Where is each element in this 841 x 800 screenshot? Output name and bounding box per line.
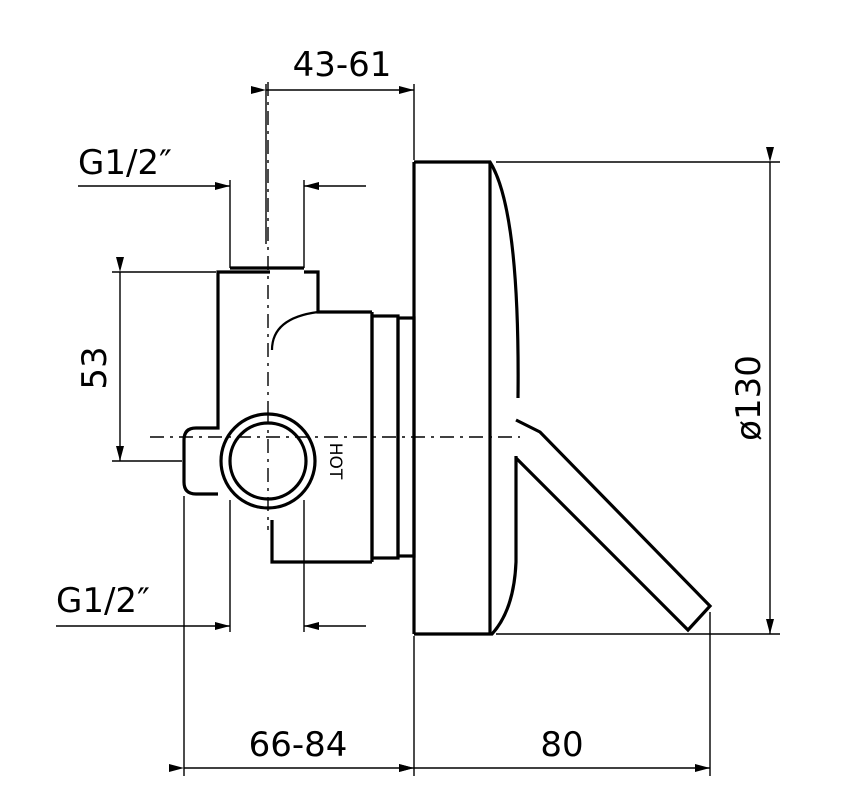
dimension-inlet-top-label: G1/2″ bbox=[78, 143, 172, 183]
dimension-diameter: ø130 bbox=[496, 147, 780, 635]
center-lines bbox=[150, 82, 520, 530]
dimension-bottom-right-label: 80 bbox=[540, 725, 583, 765]
lever-handle bbox=[514, 418, 713, 633]
dimension-bottom-right: 80 bbox=[399, 612, 711, 776]
dimension-inlet-bottom-label: G1/2″ bbox=[56, 581, 150, 621]
dimension-height-label: 53 bbox=[75, 346, 115, 389]
dimension-bottom-left: 66-84 bbox=[169, 496, 415, 776]
dimension-diameter-label: ø130 bbox=[729, 355, 769, 441]
hot-label: HOT bbox=[325, 443, 345, 480]
dimension-inlet-bottom: G1/2″ bbox=[56, 500, 366, 632]
valve-body bbox=[182, 266, 416, 564]
dimension-top-span: 43-61 bbox=[251, 45, 415, 244]
dimension-height: 53 bbox=[75, 257, 216, 462]
dimension-inlet-top: G1/2″ bbox=[78, 143, 366, 268]
dimension-bottom-left-label: 66-84 bbox=[249, 725, 348, 765]
dimension-top-span-label: 43-61 bbox=[293, 45, 392, 85]
cover-plate bbox=[412, 160, 520, 636]
